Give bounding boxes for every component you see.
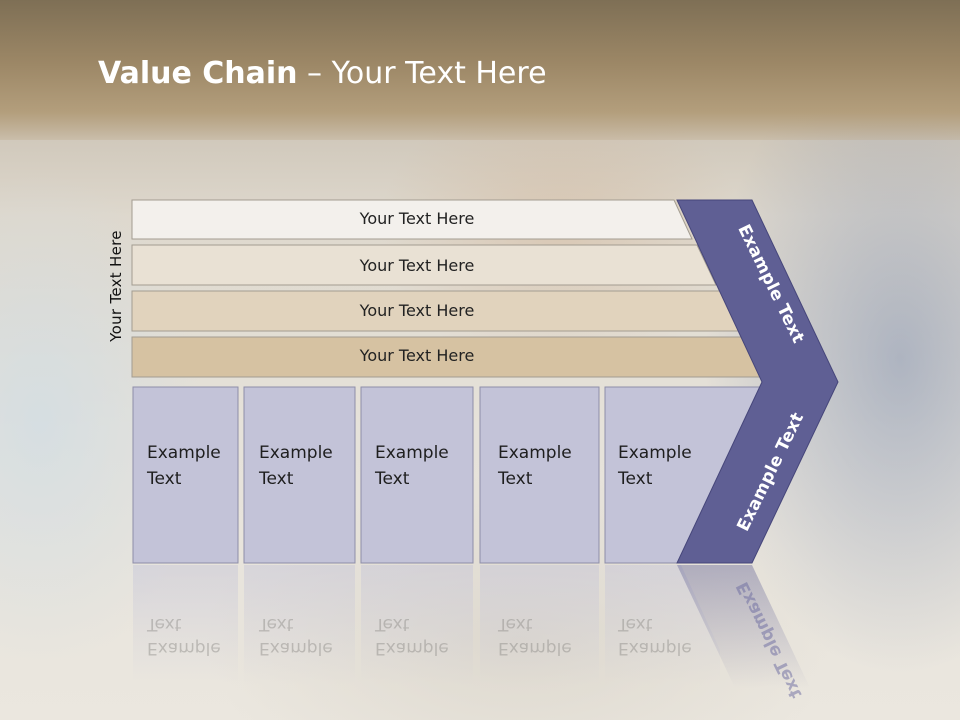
box-1-line2: Text [147,469,182,489]
box-2-line1: Example [259,443,333,463]
box-5-label: Example Text [618,440,692,492]
box-2-reflection [244,565,355,685]
title-bold: Value Chain [98,56,298,91]
box-3-label: Example Text [375,440,449,492]
box-5-reflection-line2: Text [618,614,653,634]
box-4-reflection-line2: Text [498,614,533,634]
title-band [0,0,960,140]
box-3 [360,386,474,564]
box-4-reflection [480,565,599,685]
box-2-line2: Text [259,469,294,489]
box-5-line2: Text [618,469,653,489]
bar-2-label: Your Text Here [359,256,475,275]
slide-title: Value Chain – Your Text Here [98,52,547,96]
box-3-line2: Text [375,469,410,489]
box-3-reflection-line2: Text [375,614,410,634]
box-4-line2: Text [498,469,533,489]
box-1-line1: Example [147,443,221,463]
box-5-line1: Example [618,443,692,463]
box-3-reflection-line1: Example [375,638,449,658]
box-1-reflection [133,565,238,685]
box-1-reflection-text: Example Text [147,612,221,660]
bar-1 [131,199,693,240]
box-1-reflection-line2: Text [147,614,182,634]
chevron-arrow [676,199,839,564]
box-2-reflection-line1: Example [259,638,333,658]
box-4-reflection-text: Example Text [498,612,572,660]
box-2-reflection-text: Example Text [259,612,333,660]
box-1-label: Example Text [147,440,221,492]
box-4 [479,386,600,564]
box-3-line1: Example [375,443,449,463]
box-4-reflection-line1: Example [498,638,572,658]
box-2-reflection-line2: Text [259,614,294,634]
title-rest: – Your Text Here [297,56,547,91]
bar-1-label: Your Text Here [359,209,475,228]
box-1 [132,386,239,564]
box-3-reflection [361,565,473,685]
bar-4-label: Your Text Here [359,346,475,365]
bar-3-label: Your Text Here [359,301,475,320]
box-2 [243,386,356,564]
box-4-line1: Example [498,443,572,463]
box-5-reflection-line1: Example [618,638,692,658]
box-5-reflection-text: Example Text [618,612,692,660]
box-3-reflection-text: Example Text [375,612,449,660]
bar-2 [131,244,717,286]
box-2-label: Example Text [259,440,333,492]
box-1-reflection-line1: Example [147,638,221,658]
chevron-reflection [677,565,810,688]
box-4-label: Example Text [498,440,572,492]
